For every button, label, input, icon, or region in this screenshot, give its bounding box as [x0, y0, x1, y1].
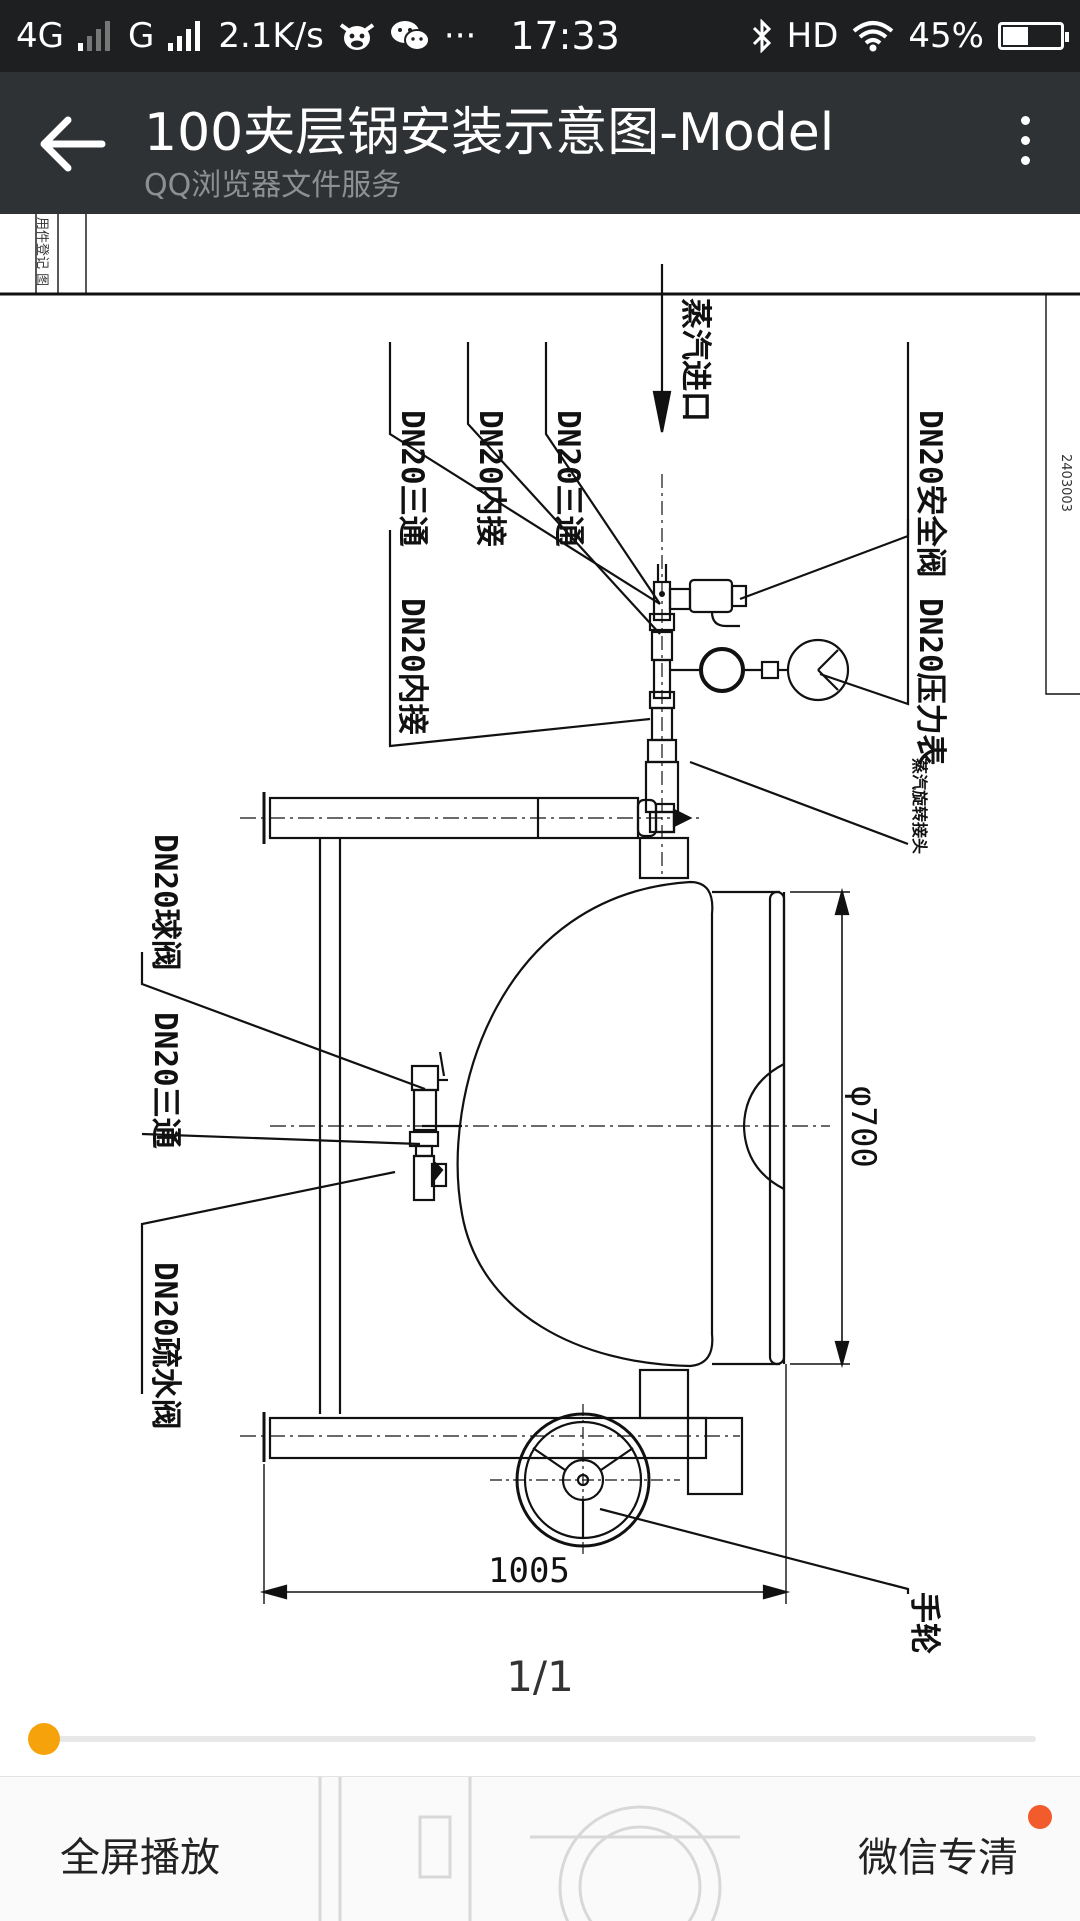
label-tee-top: DN20三通 — [550, 410, 586, 547]
app-bar: 100夹层锅安装示意图-Model QQ浏览器文件服务 — [0, 72, 1080, 214]
label-rotary-joint: 蒸汽旋转接头 — [910, 758, 929, 854]
dimension-diameter: φ700 — [843, 1086, 883, 1168]
label-ball-valve: DN20球阀 — [147, 834, 183, 971]
corner-stamp: 2403003 — [1058, 454, 1073, 512]
bottom-bar: 全屏播放 微信专清 — [0, 1776, 1080, 1921]
label-union-top: DN20内接 — [472, 410, 508, 547]
battery-icon — [998, 22, 1069, 50]
wechat-icon — [390, 21, 430, 51]
label-steam-inlet: 蒸汽进口 — [677, 298, 713, 422]
wechat-hd-button[interactable]: 微信专清 — [858, 1835, 1018, 1881]
label-tee-left: DN20三通 — [394, 410, 430, 547]
label-pressure-gauge: DN20压力表 — [912, 598, 948, 766]
cad-drawing[interactable]: 用件登记 图 2403003 蒸汽进口 DN20三通 DN20内接 DN20三通… — [0, 214, 1080, 1654]
signal-icon — [168, 21, 201, 51]
battery-percent: 45% — [908, 16, 984, 56]
network-type-1: 4G — [16, 16, 64, 56]
page-indicator: 1/1 — [506, 1652, 574, 1701]
wifi-icon — [853, 21, 894, 52]
network-speed: 2.1K/s — [218, 16, 324, 56]
bluetooth-icon — [752, 19, 771, 53]
signal-icon — [77, 21, 110, 51]
hd-indicator: HD — [786, 16, 839, 56]
page-slider-handle[interactable] — [28, 1723, 60, 1755]
label-safety-valve: DN20安全阀 — [912, 410, 948, 578]
fullscreen-button[interactable]: 全屏播放 — [60, 1835, 220, 1881]
drawing-watermark — [318, 1777, 740, 1921]
battery-level — [1003, 27, 1028, 45]
label-handwheel: 手轮 — [906, 1592, 942, 1654]
page-slider[interactable] — [28, 1723, 1036, 1755]
clock: 17:33 — [510, 14, 620, 58]
notification-badge — [1028, 1805, 1052, 1829]
status-bar: 4G G 2.1K/s ··· 17:33 HD — [0, 0, 1080, 72]
page-title: 100夹层锅安装示意图-Model — [144, 103, 835, 163]
label-tee-bottom: DN20三通 — [147, 1012, 183, 1149]
cow-app-icon — [339, 23, 375, 50]
title-block-note: 用件登记 图 — [34, 217, 49, 286]
more-notifications: ··· — [443, 16, 477, 56]
more-options-icon[interactable] — [1010, 116, 1040, 176]
back-arrow-icon[interactable] — [38, 114, 108, 174]
network-type-2: G — [127, 16, 155, 56]
dimension-width: 1005 — [488, 1551, 570, 1591]
page-subtitle: QQ浏览器文件服务 — [144, 168, 402, 203]
label-drain-valve: DN20疏水阀 — [147, 1262, 183, 1430]
label-union-left: DN20内接 — [394, 598, 430, 735]
